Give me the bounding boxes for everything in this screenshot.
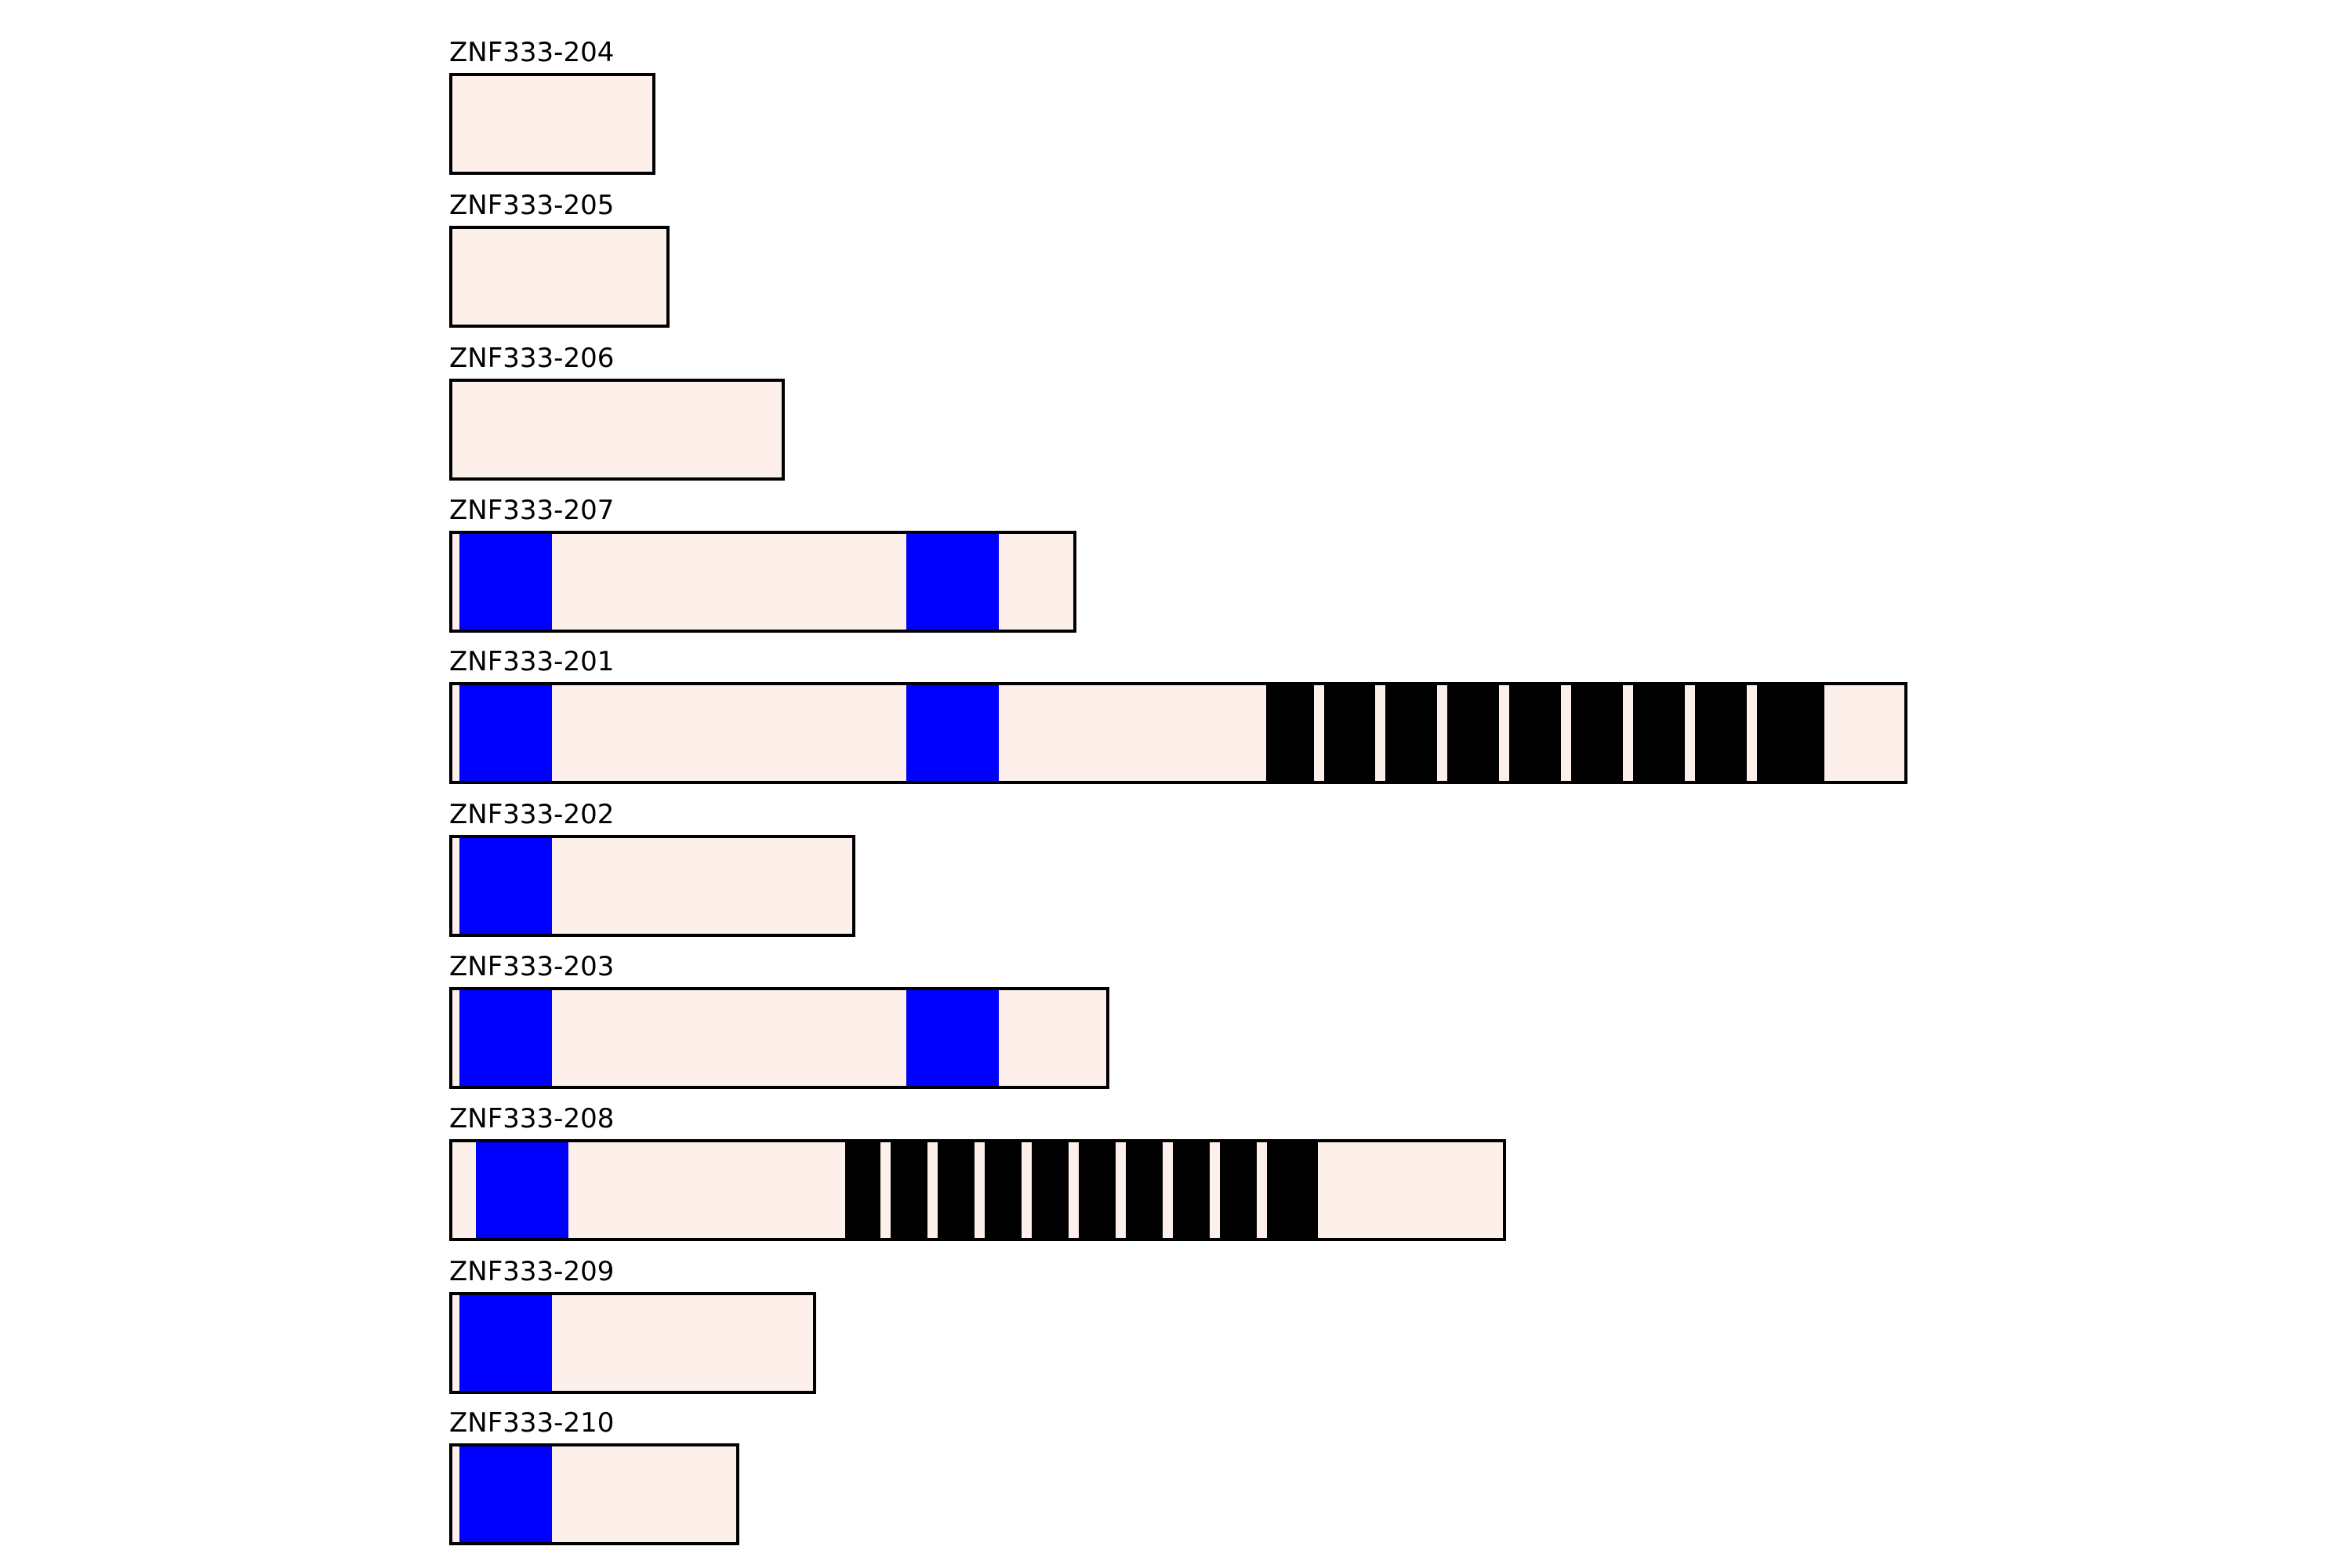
exon-segment-cream — [452, 685, 459, 781]
transcript-bar-znf333-201[interactable] — [449, 682, 1907, 784]
exon-segment-blue — [476, 1142, 568, 1238]
exon-segment-black — [1079, 1142, 1116, 1238]
transcript-label-znf333-208: ZNF333-208 — [449, 1103, 615, 1134]
transcript-bar-znf333-205[interactable] — [449, 226, 670, 328]
transcript-bar-znf333-208[interactable] — [449, 1139, 1506, 1241]
exon-segment-cream — [1116, 1142, 1126, 1238]
exon-segment-cream — [452, 990, 459, 1086]
exon-segment-black — [1757, 685, 1824, 781]
exon-segment-blue — [459, 838, 552, 934]
transcript-bar-znf333-203[interactable] — [449, 987, 1109, 1089]
exon-segment-cream — [452, 534, 459, 630]
exon-segment-cream — [552, 534, 906, 630]
exon-segment-cream — [1824, 685, 1904, 781]
exon-segment-blue — [906, 990, 999, 1086]
exon-segment-black — [1266, 685, 1314, 781]
exon-segment-cream — [999, 534, 1073, 630]
exon-segment-cream — [452, 382, 782, 477]
exon-segment-cream — [880, 1142, 891, 1238]
exon-segment-cream — [1685, 685, 1695, 781]
exon-segment-cream — [927, 1142, 938, 1238]
exon-segment-blue — [906, 685, 999, 781]
exon-segment-cream — [1747, 685, 1757, 781]
transcript-bar-znf333-209[interactable] — [449, 1292, 816, 1394]
exon-segment-blue — [459, 534, 552, 630]
transcript-label-znf333-207: ZNF333-207 — [449, 495, 615, 526]
exon-segment-cream — [1561, 685, 1571, 781]
transcript-label-znf333-203: ZNF333-203 — [449, 951, 615, 982]
exon-segment-black — [1267, 1142, 1318, 1238]
exon-segment-black — [845, 1142, 880, 1238]
exon-segment-cream — [452, 1295, 459, 1391]
exon-segment-cream — [1069, 1142, 1079, 1238]
exon-segment-cream — [452, 229, 666, 325]
exon-segment-cream — [1375, 685, 1385, 781]
exon-segment-cream — [452, 1446, 459, 1542]
exon-segment-blue — [459, 990, 552, 1086]
exon-segment-cream — [552, 1295, 813, 1391]
exon-segment-cream — [1437, 685, 1447, 781]
exon-segment-cream — [999, 685, 1266, 781]
transcript-bar-znf333-207[interactable] — [449, 531, 1076, 633]
exon-segment-cream — [452, 1142, 476, 1238]
exon-segment-cream — [1499, 685, 1509, 781]
exon-segment-cream — [568, 1142, 845, 1238]
transcript-label-znf333-201: ZNF333-201 — [449, 646, 615, 677]
transcript-label-znf333-204: ZNF333-204 — [449, 37, 615, 68]
transcript-label-znf333-210: ZNF333-210 — [449, 1407, 615, 1439]
exon-segment-blue — [459, 685, 552, 781]
transcript-bar-znf333-202[interactable] — [449, 835, 855, 937]
exon-segment-cream — [1314, 685, 1324, 781]
exon-segment-black — [985, 1142, 1022, 1238]
exon-segment-black — [1220, 1142, 1257, 1238]
exon-segment-black — [1126, 1142, 1163, 1238]
exon-segment-cream — [999, 990, 1106, 1086]
exon-segment-black — [1173, 1142, 1210, 1238]
exon-segment-black — [1324, 685, 1375, 781]
exon-segment-black — [1571, 685, 1623, 781]
exon-segment-black — [891, 1142, 927, 1238]
transcript-bar-znf333-204[interactable] — [449, 73, 655, 175]
exon-segment-black — [1695, 685, 1747, 781]
exon-segment-blue — [459, 1295, 552, 1391]
exon-segment-cream — [552, 990, 906, 1086]
exon-segment-cream — [452, 838, 459, 934]
exon-segment-black — [1509, 685, 1561, 781]
exon-segment-cream — [552, 1446, 736, 1542]
exon-segment-cream — [1257, 1142, 1267, 1238]
exon-segment-blue — [459, 1446, 552, 1542]
exon-segment-black — [1447, 685, 1499, 781]
exon-segment-black — [1385, 685, 1437, 781]
transcript-label-znf333-205: ZNF333-205 — [449, 190, 615, 221]
exon-segment-cream — [1318, 1142, 1373, 1238]
exon-segment-black — [1633, 685, 1685, 781]
exon-segment-cream — [1163, 1142, 1173, 1238]
transcript-label-znf333-209: ZNF333-209 — [449, 1256, 615, 1287]
exon-segment-cream — [1623, 685, 1633, 781]
exon-segment-cream — [552, 685, 906, 781]
exon-segment-cream — [552, 838, 852, 934]
transcript-label-znf333-206: ZNF333-206 — [449, 343, 615, 374]
transcript-bar-znf333-210[interactable] — [449, 1443, 739, 1545]
exon-segment-black — [1032, 1142, 1069, 1238]
transcript-bar-znf333-206[interactable] — [449, 379, 785, 481]
exon-segment-cream — [452, 76, 652, 172]
exon-segment-cream — [1210, 1142, 1220, 1238]
exon-segment-cream — [975, 1142, 985, 1238]
exon-segment-cream — [1022, 1142, 1032, 1238]
exon-segment-blue — [906, 534, 999, 630]
exon-segment-black — [938, 1142, 975, 1238]
transcript-label-znf333-202: ZNF333-202 — [449, 799, 615, 830]
